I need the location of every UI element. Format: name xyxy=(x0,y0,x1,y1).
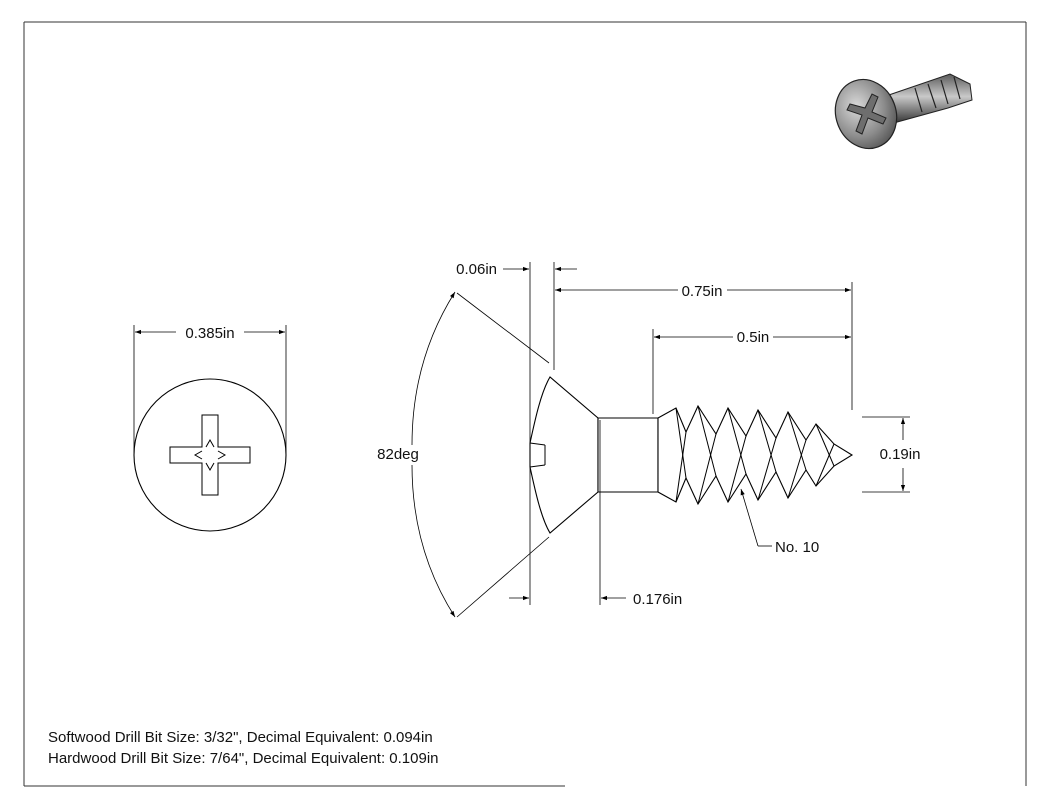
thread-length-dimension: 0.5in xyxy=(652,329,851,414)
screw-3d-render xyxy=(834,73,973,150)
head-height-label: 0.06in xyxy=(456,261,497,278)
screw-size-label: No. 10 xyxy=(775,539,819,556)
head-top-view xyxy=(133,378,287,532)
unthreaded-length-label: 0.176in xyxy=(633,591,682,608)
overall-length-dimension: 0.75in xyxy=(555,282,853,410)
hardwood-note: Hardwood Drill Bit Size: 7/64", Decimal … xyxy=(48,750,439,767)
unthreaded-length-dimension: 0.176in xyxy=(509,420,682,608)
thread-length-label: 0.5in xyxy=(737,329,770,346)
head-height-dimension: 0.06in xyxy=(456,261,577,605)
head-diameter-dimension: 0.385in xyxy=(133,325,287,455)
drawing-frame xyxy=(23,21,1027,787)
countersink-angle-dimension: 82deg xyxy=(377,291,550,618)
shank-diameter-label: 0.19in xyxy=(880,446,921,463)
shank-diameter-dimension: 0.19in xyxy=(862,416,921,493)
screw-side-view xyxy=(529,376,854,534)
countersink-angle-label: 82deg xyxy=(377,446,419,463)
softwood-note: Softwood Drill Bit Size: 3/32", Decimal … xyxy=(48,729,433,746)
overall-length-label: 0.75in xyxy=(682,283,723,300)
head-diameter-label: 0.385in xyxy=(185,325,234,342)
screw-size-leader: No. 10 xyxy=(740,488,819,556)
drill-notes: Softwood Drill Bit Size: 3/32", Decimal … xyxy=(48,729,439,767)
